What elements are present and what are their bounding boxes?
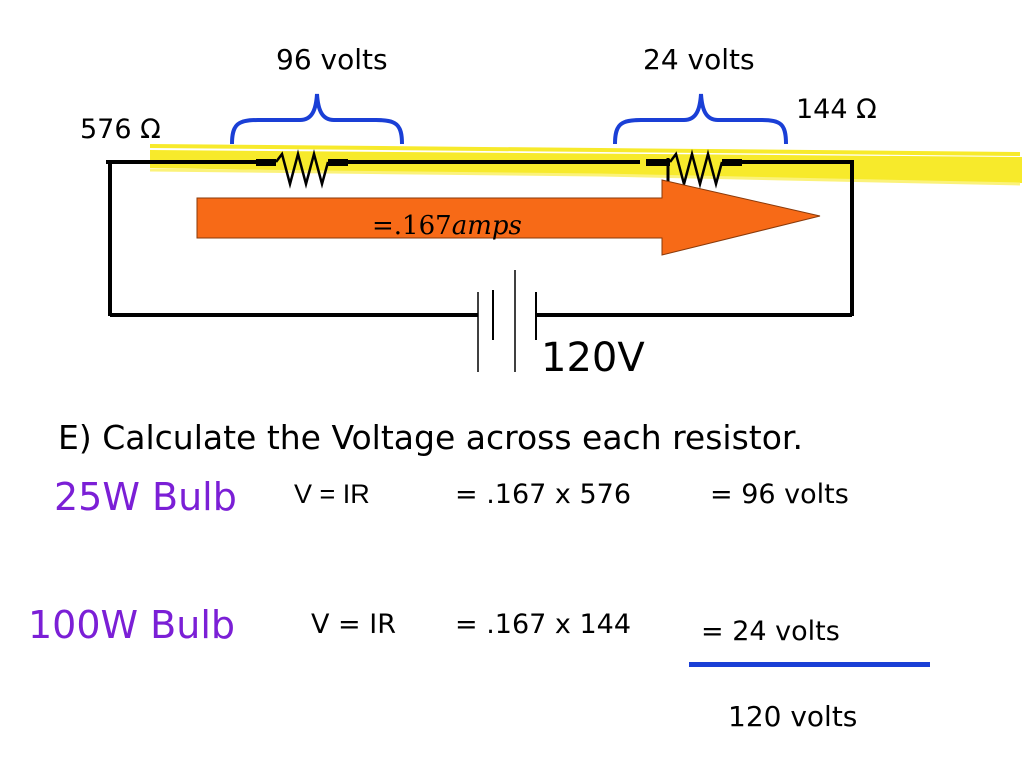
voltage-label-resistor-1: 96 volts <box>276 43 388 76</box>
resistance-label-resistor-2: 144 Ω <box>796 94 877 125</box>
resistance-label-resistor-1: 576 Ω <box>80 114 161 145</box>
brace-1-icon <box>230 93 404 145</box>
substitution-25w: = .167 x 576 <box>455 479 632 510</box>
formula-25w: V = IR <box>294 479 370 509</box>
battery-icon <box>477 270 537 372</box>
circuit-wire <box>106 160 854 317</box>
yellow-highlight <box>149 144 1022 186</box>
formula-100w: V = IR <box>311 609 396 640</box>
current-label: =.167amps <box>372 213 522 239</box>
result-100w: = 24 volts <box>701 616 840 647</box>
result-25w: = 96 volts <box>710 479 849 510</box>
battery-voltage-label: 120V <box>541 335 645 381</box>
voltage-label-resistor-2: 24 volts <box>643 43 755 76</box>
bulb-name-100w: 100W Bulb <box>28 603 236 647</box>
current-value: =.167 <box>372 211 452 241</box>
current-arrow <box>196 179 821 256</box>
brace-2-icon <box>613 93 788 145</box>
question-text: E) Calculate the Voltage across each res… <box>58 418 803 457</box>
current-unit: amps <box>451 211 522 241</box>
bulb-name-25w: 25W Bulb <box>54 475 237 519</box>
sum-divider-line <box>689 662 930 667</box>
resistor-1-icon <box>256 149 348 189</box>
sum-total: 120 volts <box>728 700 858 733</box>
substitution-100w: = .167 x 144 <box>455 609 632 640</box>
